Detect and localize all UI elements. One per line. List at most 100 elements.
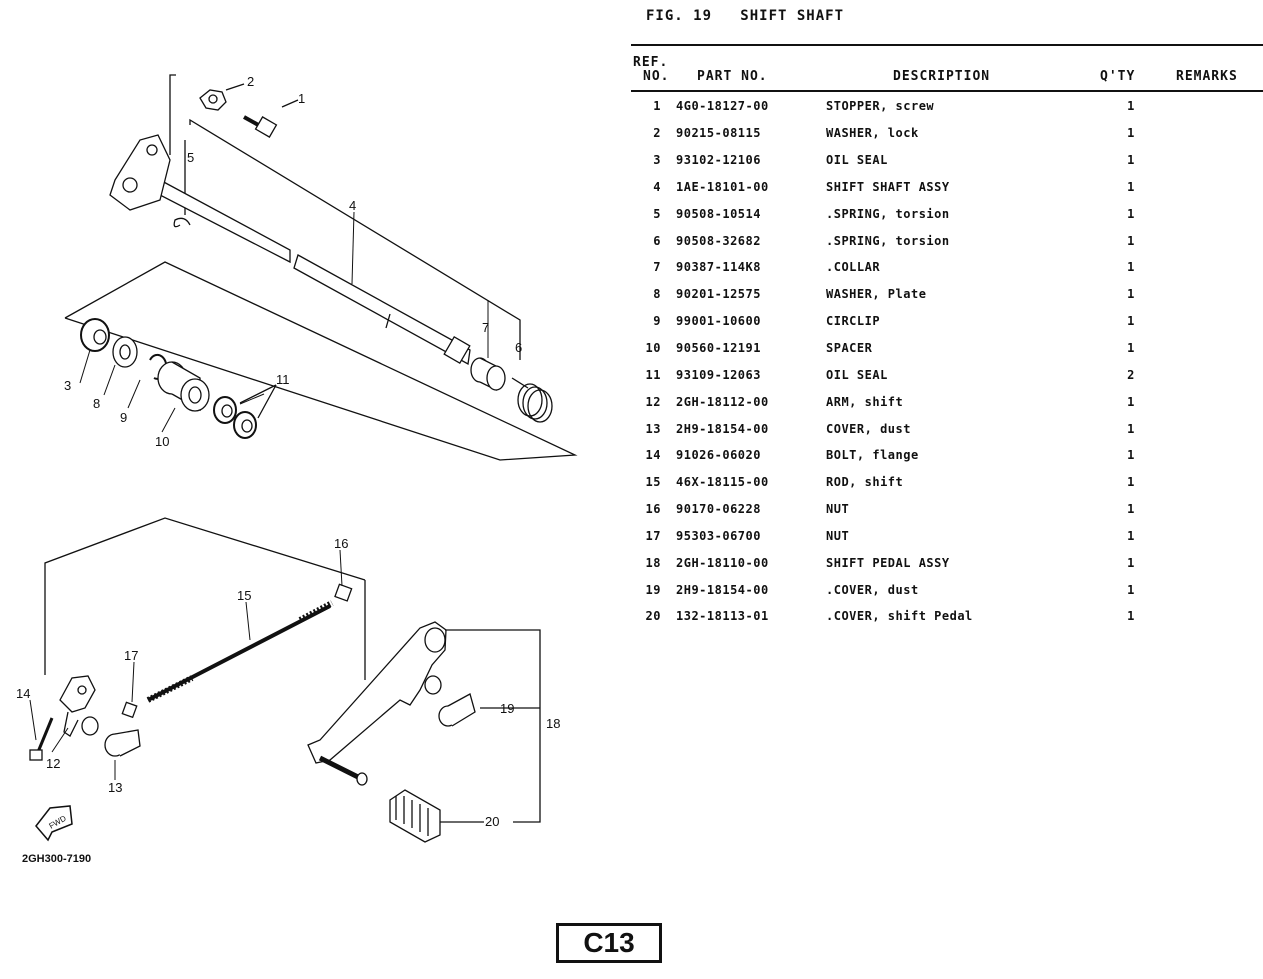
callout-7: 7 [482, 320, 489, 335]
part-number-cell: 1AE-18101-00 [676, 179, 769, 194]
shift-shaft [293, 254, 471, 366]
qty-cell: 1 [1127, 609, 1135, 624]
ref-cell: 20 [645, 609, 661, 624]
remarks-cell [1151, 442, 1263, 469]
description-cell: ROD, shift [826, 475, 904, 490]
ref-cell: 17 [645, 528, 661, 543]
qty-cell: 1 [1127, 421, 1135, 436]
callout-20: 20 [485, 814, 499, 829]
callout-14: 14 [16, 686, 30, 701]
torsion-spring [511, 377, 553, 423]
qty-cell: 1 [1127, 126, 1135, 141]
part-number-cell: 46X-18115-00 [676, 475, 769, 490]
remarks-cell [1151, 576, 1263, 603]
pedal-dust-cover [438, 693, 476, 727]
description-cell: .COLLAR [826, 260, 881, 275]
part-number-cell: 2GH-18112-00 [676, 394, 769, 409]
part-number-cell: 2H9-18154-00 [676, 421, 769, 436]
callout-5: 5 [187, 150, 194, 165]
bracket-line [189, 118, 521, 360]
description-cell: WASHER, lock [826, 126, 919, 141]
shift-pedal [307, 621, 447, 786]
page-code: C13 [556, 923, 662, 963]
nut-17 [121, 701, 138, 719]
description-cell: BOLT, flange [826, 448, 919, 463]
description-cell: SHIFT PEDAL ASSY [826, 555, 950, 570]
ref-cell: 13 [645, 421, 661, 436]
remarks-cell [1151, 308, 1263, 335]
header-part-no: PART NO. [697, 69, 768, 84]
washer-lock [199, 89, 227, 111]
callout-12: 12 [46, 756, 60, 771]
pedal-rubber [389, 789, 441, 843]
qty-cell: 1 [1127, 153, 1135, 168]
description-cell: SPACER [826, 341, 873, 356]
description-cell: OIL SEAL [826, 367, 888, 382]
callout-1: 1 [298, 91, 305, 106]
qty-cell: 1 [1127, 341, 1135, 356]
header-ref-line2: NO. [643, 69, 670, 84]
remarks-cell [1151, 174, 1263, 201]
part-number-cell: 90560-12191 [676, 341, 761, 356]
callout-11: 11 [276, 372, 290, 387]
callout-13: 13 [108, 780, 122, 795]
ref-cell: 2 [653, 126, 661, 141]
washer-plate [112, 336, 138, 368]
part-number-cell: 132-18113-01 [676, 609, 769, 624]
remarks-cell [1151, 281, 1263, 308]
qty-cell: 1 [1127, 206, 1135, 221]
callout-17: 17 [124, 648, 138, 663]
qty-cell: 1 [1127, 502, 1135, 517]
callout-6: 6 [515, 340, 522, 355]
shift-shaft [159, 178, 291, 264]
qty-cell: 1 [1127, 287, 1135, 302]
qty-cell: 2 [1127, 367, 1135, 382]
ref-cell: 1 [653, 99, 661, 114]
nut-16 [334, 583, 353, 602]
qty-cell: 1 [1127, 528, 1135, 543]
part-number-cell: 93102-12106 [676, 153, 761, 168]
description-cell: CIRCLIP [826, 314, 881, 329]
remarks-cell [1151, 523, 1263, 550]
description-cell: .SPRING, torsion [826, 206, 950, 221]
ref-cell: 3 [653, 153, 661, 168]
ref-cell: 14 [645, 448, 661, 463]
ref-cell: 12 [645, 394, 661, 409]
qty-cell: 1 [1127, 582, 1135, 597]
part-number-cell: 90215-08115 [676, 126, 761, 141]
ref-cell: 9 [653, 314, 661, 329]
callout-16: 16 [334, 536, 348, 551]
table-row: 2 90215-08115 WASHER, lock 1 [631, 120, 1263, 147]
header-qty: Q'TY [1100, 69, 1136, 84]
callout-3: 3 [64, 378, 71, 393]
callout-4: 4 [349, 198, 356, 213]
table-top-rule [631, 44, 1263, 46]
qty-cell: 1 [1127, 394, 1135, 409]
oil-seal [80, 318, 110, 352]
shaft-lever [109, 134, 171, 211]
remarks-cell [1151, 120, 1263, 147]
part-number-cell: 93109-12063 [676, 367, 761, 382]
ref-cell: 15 [645, 475, 661, 490]
part-number-cell: 90508-32682 [676, 233, 761, 248]
part-number-cell: 90170-06228 [676, 502, 761, 517]
ref-cell: 10 [645, 341, 661, 356]
figure-title: FIG. 19 SHIFT SHAFT [646, 8, 845, 24]
remarks-cell [1151, 388, 1263, 415]
table-row: 10 90560-12191 SPACER 1 [631, 335, 1263, 362]
ref-cell: 5 [653, 206, 661, 221]
